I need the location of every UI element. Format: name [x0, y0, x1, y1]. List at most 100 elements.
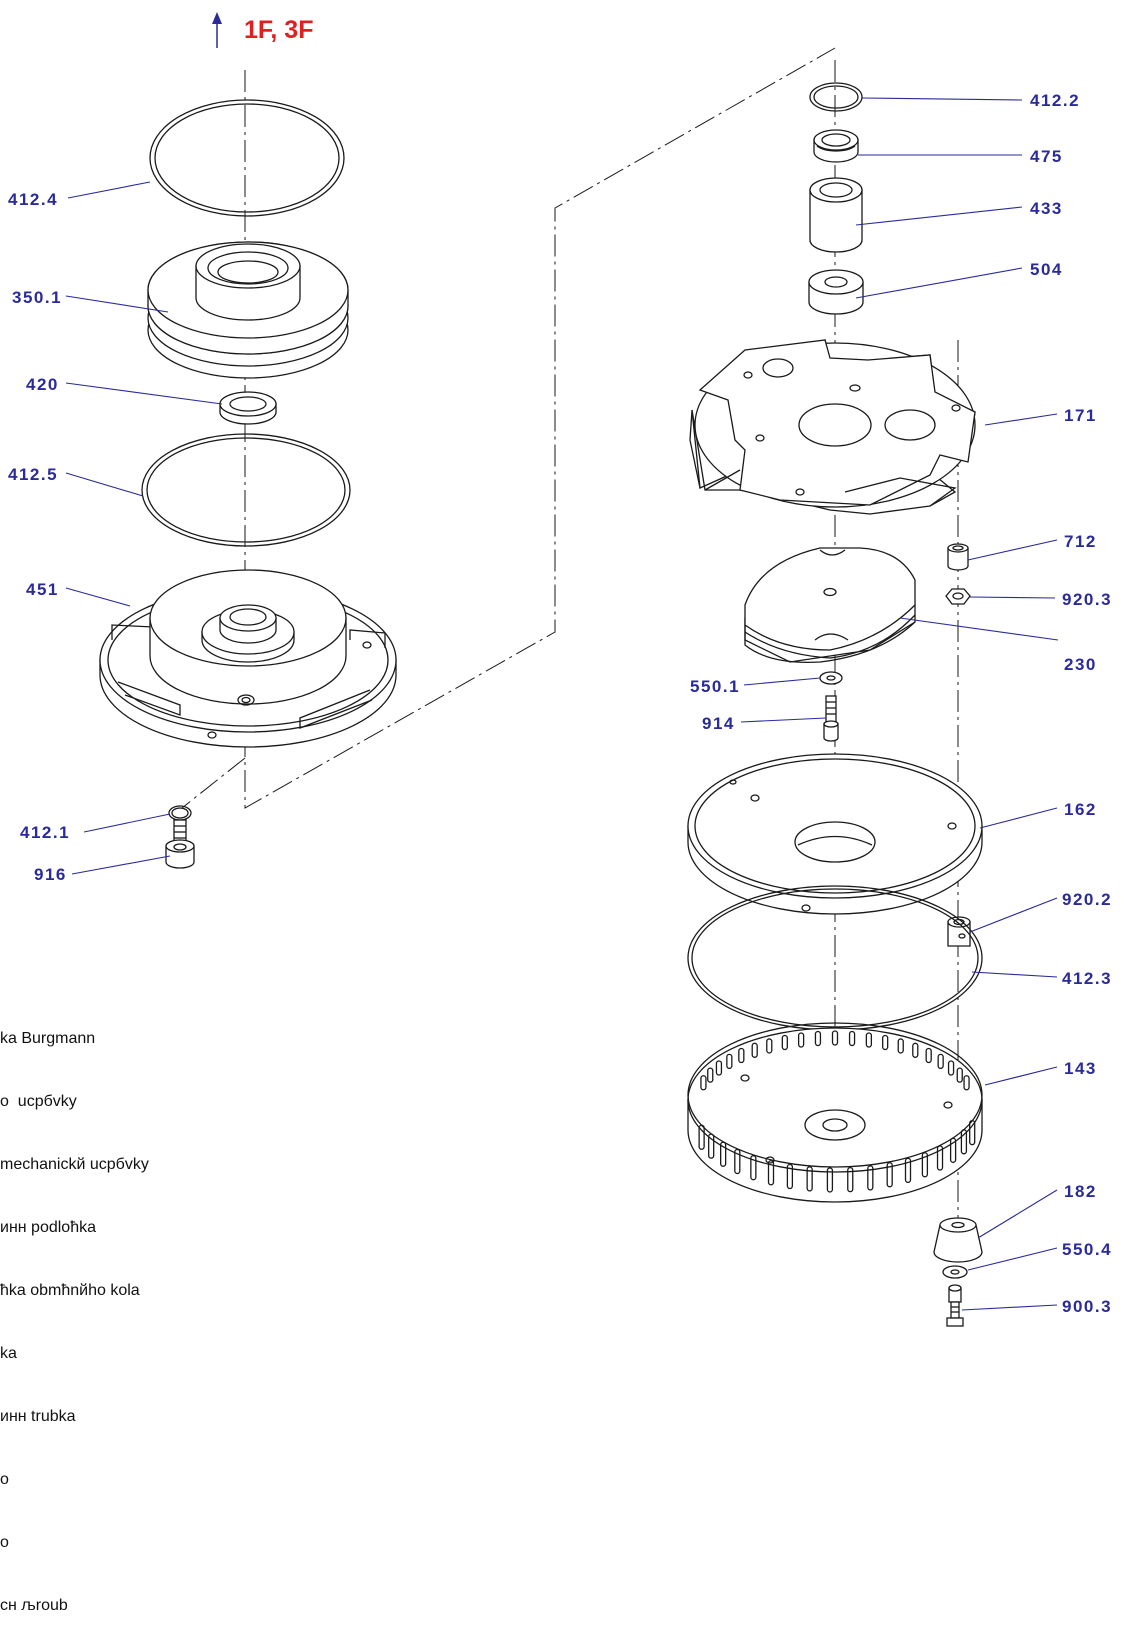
strainer-slot	[767, 1160, 775, 1186]
label-412-3: 412.3	[1062, 969, 1112, 988]
strainer-slot	[814, 1030, 822, 1047]
spacer-sleeve-712	[947, 543, 969, 571]
strainer-slot	[960, 1129, 968, 1155]
label-550-4: 550.4	[1062, 1240, 1112, 1259]
strainer-slot	[831, 1030, 839, 1046]
strainer-slot	[806, 1166, 813, 1192]
legend-line: o	[0, 1534, 9, 1551]
label-920-2: 920.2	[1062, 890, 1112, 909]
strainer-slot	[781, 1034, 788, 1051]
o-ring-412-5	[141, 433, 351, 547]
strainer-slot	[867, 1165, 874, 1191]
strainer-slot	[969, 1119, 976, 1146]
diffuser-171	[689, 339, 976, 515]
legend-line: o ucpбvky	[0, 1093, 77, 1110]
strainer-slot	[904, 1157, 912, 1184]
shaft-seal-420	[219, 391, 277, 425]
screw-900-3	[946, 1284, 964, 1327]
casing-cover-350-1	[147, 241, 349, 379]
washer-550-1	[819, 671, 843, 685]
direction-label: 1F, 3F	[244, 16, 313, 44]
spacer-ring-504	[808, 269, 864, 315]
label-143: 143	[1064, 1059, 1097, 1078]
label-451: 451	[26, 580, 59, 599]
suction-strainer-143	[687, 1022, 983, 1203]
label-712: 712	[1064, 532, 1097, 551]
strainer-slot	[715, 1060, 723, 1076]
direction-arrow-icon	[212, 12, 222, 48]
label-412-1: 412.1	[20, 823, 70, 842]
strainer-slot	[912, 1042, 919, 1058]
label-900-3: 900.3	[1062, 1297, 1112, 1316]
strainer-slot	[786, 1163, 794, 1190]
drain-plug-916	[165, 819, 195, 869]
legend-line: mechanickй ucpбvky	[0, 1156, 149, 1173]
foot-182	[933, 1217, 983, 1263]
label-162: 162	[1064, 800, 1097, 819]
impeller-230	[744, 547, 916, 664]
strainer-slot	[949, 1137, 957, 1163]
parts-legend: ka Burgmann o ucpбvky mechanickй ucpбvky…	[0, 986, 149, 1637]
label-182: 182	[1064, 1182, 1097, 1201]
label-412-2: 412.2	[1030, 91, 1080, 110]
strainer-slot	[766, 1038, 773, 1054]
strainer-slot	[963, 1075, 970, 1091]
strainer-slot	[734, 1148, 741, 1175]
guide-housing-451	[99, 569, 397, 748]
strainer-slot	[797, 1032, 805, 1048]
suction-cover-162	[687, 753, 983, 915]
exploded-parts-diagram: 1F, 3F	[8, 12, 1112, 1327]
label-504: 504	[1030, 260, 1063, 279]
strainer-slot	[738, 1047, 745, 1064]
label-433: 433	[1030, 199, 1063, 218]
o-ring-412-2	[809, 82, 863, 112]
strainer-slot	[707, 1067, 714, 1083]
strainer-slot	[947, 1060, 955, 1076]
label-412-4: 412.4	[8, 190, 58, 209]
label-920-3: 920.3	[1062, 590, 1112, 609]
strainer-slot	[956, 1067, 963, 1083]
strainer-slot	[897, 1038, 904, 1054]
screw-914	[823, 695, 839, 742]
hex-nut-920-3	[945, 588, 971, 605]
legend-line: инн podloћka	[0, 1219, 96, 1236]
o-ring-412-4	[149, 99, 345, 217]
label-350-1: 350.1	[12, 288, 62, 307]
legend-line: инн trubka	[0, 1408, 76, 1425]
label-230: 230	[1064, 655, 1097, 674]
legend-line: ћka obmћnйho kola	[0, 1282, 140, 1299]
strainer-slot	[750, 1155, 757, 1181]
label-475: 475	[1030, 147, 1063, 166]
legend-line: ka Burgmann	[0, 1030, 96, 1047]
legend-line: o	[0, 1471, 9, 1488]
leader-lines	[65, 97, 1059, 1311]
legend-line: ka	[0, 1345, 17, 1362]
assembly-connector-line	[244, 47, 836, 809]
label-171: 171	[1064, 406, 1097, 425]
label-412-5: 412.5	[8, 465, 58, 484]
strainer-slot	[720, 1141, 727, 1167]
mechanical-seal-433	[809, 177, 863, 253]
strainer-slot	[698, 1124, 705, 1150]
counter-ring-475	[813, 129, 859, 163]
strainer-slot	[882, 1034, 889, 1051]
strainer-slot	[708, 1133, 715, 1159]
strainer-slot	[848, 1030, 856, 1047]
strainer-slot	[921, 1152, 929, 1178]
washer-550-4	[942, 1265, 968, 1279]
o-ring-412-1	[168, 805, 192, 821]
strainer-slot	[826, 1167, 834, 1193]
strainer-slot	[847, 1166, 854, 1193]
label-420: 420	[26, 375, 59, 394]
strainer-slot	[700, 1075, 707, 1091]
label-914: 914	[702, 714, 735, 733]
strainer-slot	[925, 1047, 932, 1064]
strainer-slot	[937, 1053, 944, 1070]
legend-line: сн љroub	[0, 1597, 68, 1614]
strainer-slot	[726, 1053, 733, 1070]
strainer-slot	[751, 1042, 758, 1058]
strainer-slot	[936, 1145, 944, 1171]
label-916: 916	[34, 865, 67, 884]
strainer-slot	[865, 1032, 873, 1048]
strainer-slot	[886, 1162, 893, 1188]
